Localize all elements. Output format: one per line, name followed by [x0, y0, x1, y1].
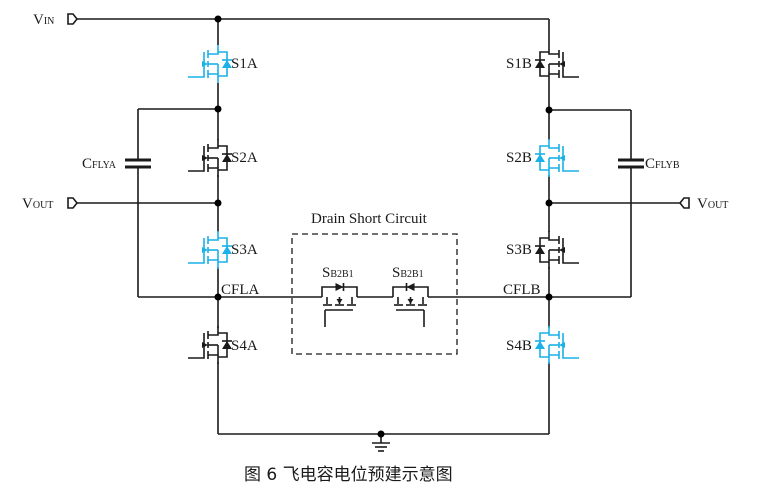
junction-dot	[214, 293, 222, 301]
diode-icon	[222, 246, 232, 254]
cflya-label: C	[82, 156, 92, 172]
mosfet-s4b-icon	[535, 326, 579, 364]
mosfet-s3b-icon	[535, 231, 579, 269]
diode-icon	[222, 341, 232, 349]
diode-icon	[222, 60, 232, 68]
mosfet-s2b-icon	[535, 139, 579, 177]
drain-short-title: Drain Short Circuit	[311, 211, 428, 227]
junction-dot	[545, 293, 553, 301]
terminal-vout-right: VOUT	[678, 196, 728, 212]
vout-left-sub: OUT	[33, 200, 54, 211]
diode-icon	[535, 60, 545, 68]
terminal-vin: VIN	[33, 12, 79, 28]
diode-icon	[222, 154, 232, 162]
junction-dot	[214, 15, 222, 23]
switch-label-s2b: S2B	[506, 150, 532, 166]
switch-label-s1a: S1A	[231, 56, 258, 72]
junction-dot	[545, 106, 553, 114]
vin-sub: IN	[44, 16, 55, 27]
vin-label: V	[33, 12, 44, 28]
mosfet-s4a-icon	[188, 326, 232, 364]
diode-icon	[535, 154, 545, 162]
junction-dot	[545, 199, 553, 207]
junctions	[214, 15, 553, 438]
switch-label-s3b: S3B	[506, 242, 532, 258]
diode-icon	[335, 283, 344, 291]
wires	[77, 18, 680, 443]
diode-icon	[406, 283, 415, 291]
mosfet-s2a-icon	[188, 139, 232, 177]
vout-right-sub: OUT	[708, 200, 729, 211]
mosfet-s3a-icon	[188, 231, 232, 269]
capacitor-cflyb: CFLYB	[618, 156, 680, 172]
svg-text:CFLYB: CFLYB	[645, 156, 680, 172]
b2b-switch2-label: S	[392, 265, 400, 281]
junction-dot	[377, 430, 385, 438]
svg-text:SB2B1: SB2B1	[322, 265, 354, 281]
ground-icon	[372, 442, 390, 452]
switch-label-s4a: S4A	[231, 338, 258, 354]
cflyb-label: C	[645, 156, 655, 172]
terminal-arrow-icon	[678, 197, 690, 209]
switch-label-s3a: S3A	[231, 242, 258, 258]
figure-caption: 图 6 飞电容电位预建示意图	[244, 465, 453, 485]
drain-short-circuit: Drain Short Circuit SB2B1 SB2B1	[291, 211, 458, 355]
svg-text:SB2B1: SB2B1	[392, 265, 424, 281]
switch-label-s1b: S1B	[506, 56, 532, 72]
cflyb-sub: FLYB	[655, 160, 680, 171]
b2b-switch-1	[321, 283, 358, 327]
terminal-vout-left: VOUT	[22, 196, 79, 212]
b2b-switch-2	[392, 283, 429, 327]
terminal-arrow-icon	[67, 197, 79, 209]
svg-text:VIN: VIN	[33, 12, 54, 28]
switch-label-s2a: S2A	[231, 150, 258, 166]
junction-dot	[214, 105, 222, 113]
mosfet-s1b-icon	[535, 45, 579, 83]
vout-left-label: V	[22, 196, 33, 212]
drain-short-box	[291, 233, 458, 355]
switch-label-s4b: S4B	[506, 338, 532, 354]
svg-text:VOUT: VOUT	[22, 196, 53, 212]
diode-icon	[535, 246, 545, 254]
vout-right-label: V	[697, 196, 708, 212]
terminal-arrow-icon	[67, 13, 79, 25]
node-label-cfla: CFLA	[221, 282, 260, 298]
node-label-cflb: CFLB	[503, 282, 541, 298]
b2b-switch2-sub: B2B1	[400, 269, 423, 280]
b2b-switch1-label: S	[322, 265, 330, 281]
mosfet-s1a-icon	[188, 45, 232, 83]
svg-text:CFLYA: CFLYA	[82, 156, 117, 172]
junction-dot	[214, 199, 222, 207]
capacitor-cflya: CFLYA	[82, 156, 151, 172]
svg-text:VOUT: VOUT	[697, 196, 728, 212]
diode-icon	[535, 341, 545, 349]
cflya-sub: FLYA	[92, 160, 117, 171]
b2b-switch1-sub: B2B1	[330, 269, 353, 280]
